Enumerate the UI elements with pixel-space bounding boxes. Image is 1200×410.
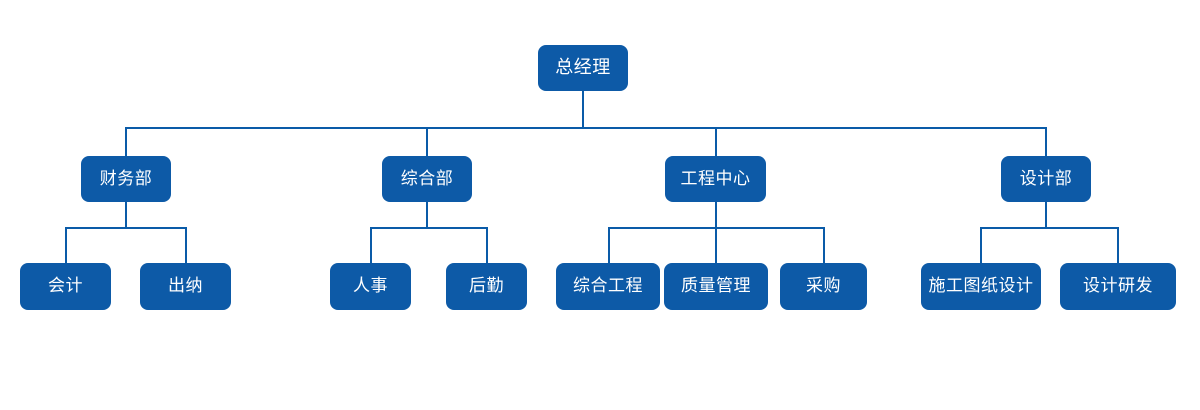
node-design[interactable]: 设计部 (1001, 156, 1091, 202)
connector-design-bus (980, 227, 1118, 229)
connector-drop-construction-drawing-design (980, 227, 982, 263)
node-comprehensive-engineering[interactable]: 综合工程 (556, 263, 660, 310)
connector-drop-quality-management (715, 227, 717, 263)
connector-drop-accounting (65, 227, 67, 263)
node-engineering-center[interactable]: 工程中心 (665, 156, 766, 202)
connector-drop-design (1045, 127, 1047, 156)
node-accounting[interactable]: 会计 (20, 263, 111, 310)
connector-finance-bus (65, 227, 187, 229)
node-human-resources[interactable]: 人事 (330, 263, 411, 310)
node-procurement[interactable]: 采购 (780, 263, 867, 310)
node-cashier[interactable]: 出纳 (140, 263, 231, 310)
node-general-manager[interactable]: 总经理 (538, 45, 628, 91)
connector-drop-procurement (823, 227, 825, 263)
connector-drop-cashier (185, 227, 187, 263)
connector-root-stem (582, 91, 584, 128)
connector-drop-design-rnd (1117, 227, 1119, 263)
connector-design-stem (1045, 202, 1047, 228)
node-general-affairs[interactable]: 综合部 (382, 156, 472, 202)
connector-drop-finance (125, 127, 127, 156)
connector-general-affairs-stem (426, 202, 428, 228)
node-finance[interactable]: 财务部 (81, 156, 171, 202)
node-construction-drawing-design[interactable]: 施工图纸设计 (921, 263, 1041, 310)
node-quality-management[interactable]: 质量管理 (664, 263, 768, 310)
connector-finance-stem (125, 202, 127, 228)
connector-drop-general-affairs (426, 127, 428, 156)
connector-level2-bus (125, 127, 1047, 129)
connector-drop-comprehensive-engineering (608, 227, 610, 263)
connector-engineering-center-stem (715, 202, 717, 228)
node-design-rnd[interactable]: 设计研发 (1060, 263, 1176, 310)
connector-drop-human-resources (370, 227, 372, 263)
connector-general-affairs-bus (370, 227, 488, 229)
node-logistics[interactable]: 后勤 (446, 263, 527, 310)
connector-drop-engineering-center (715, 127, 717, 156)
connector-drop-logistics (486, 227, 488, 263)
